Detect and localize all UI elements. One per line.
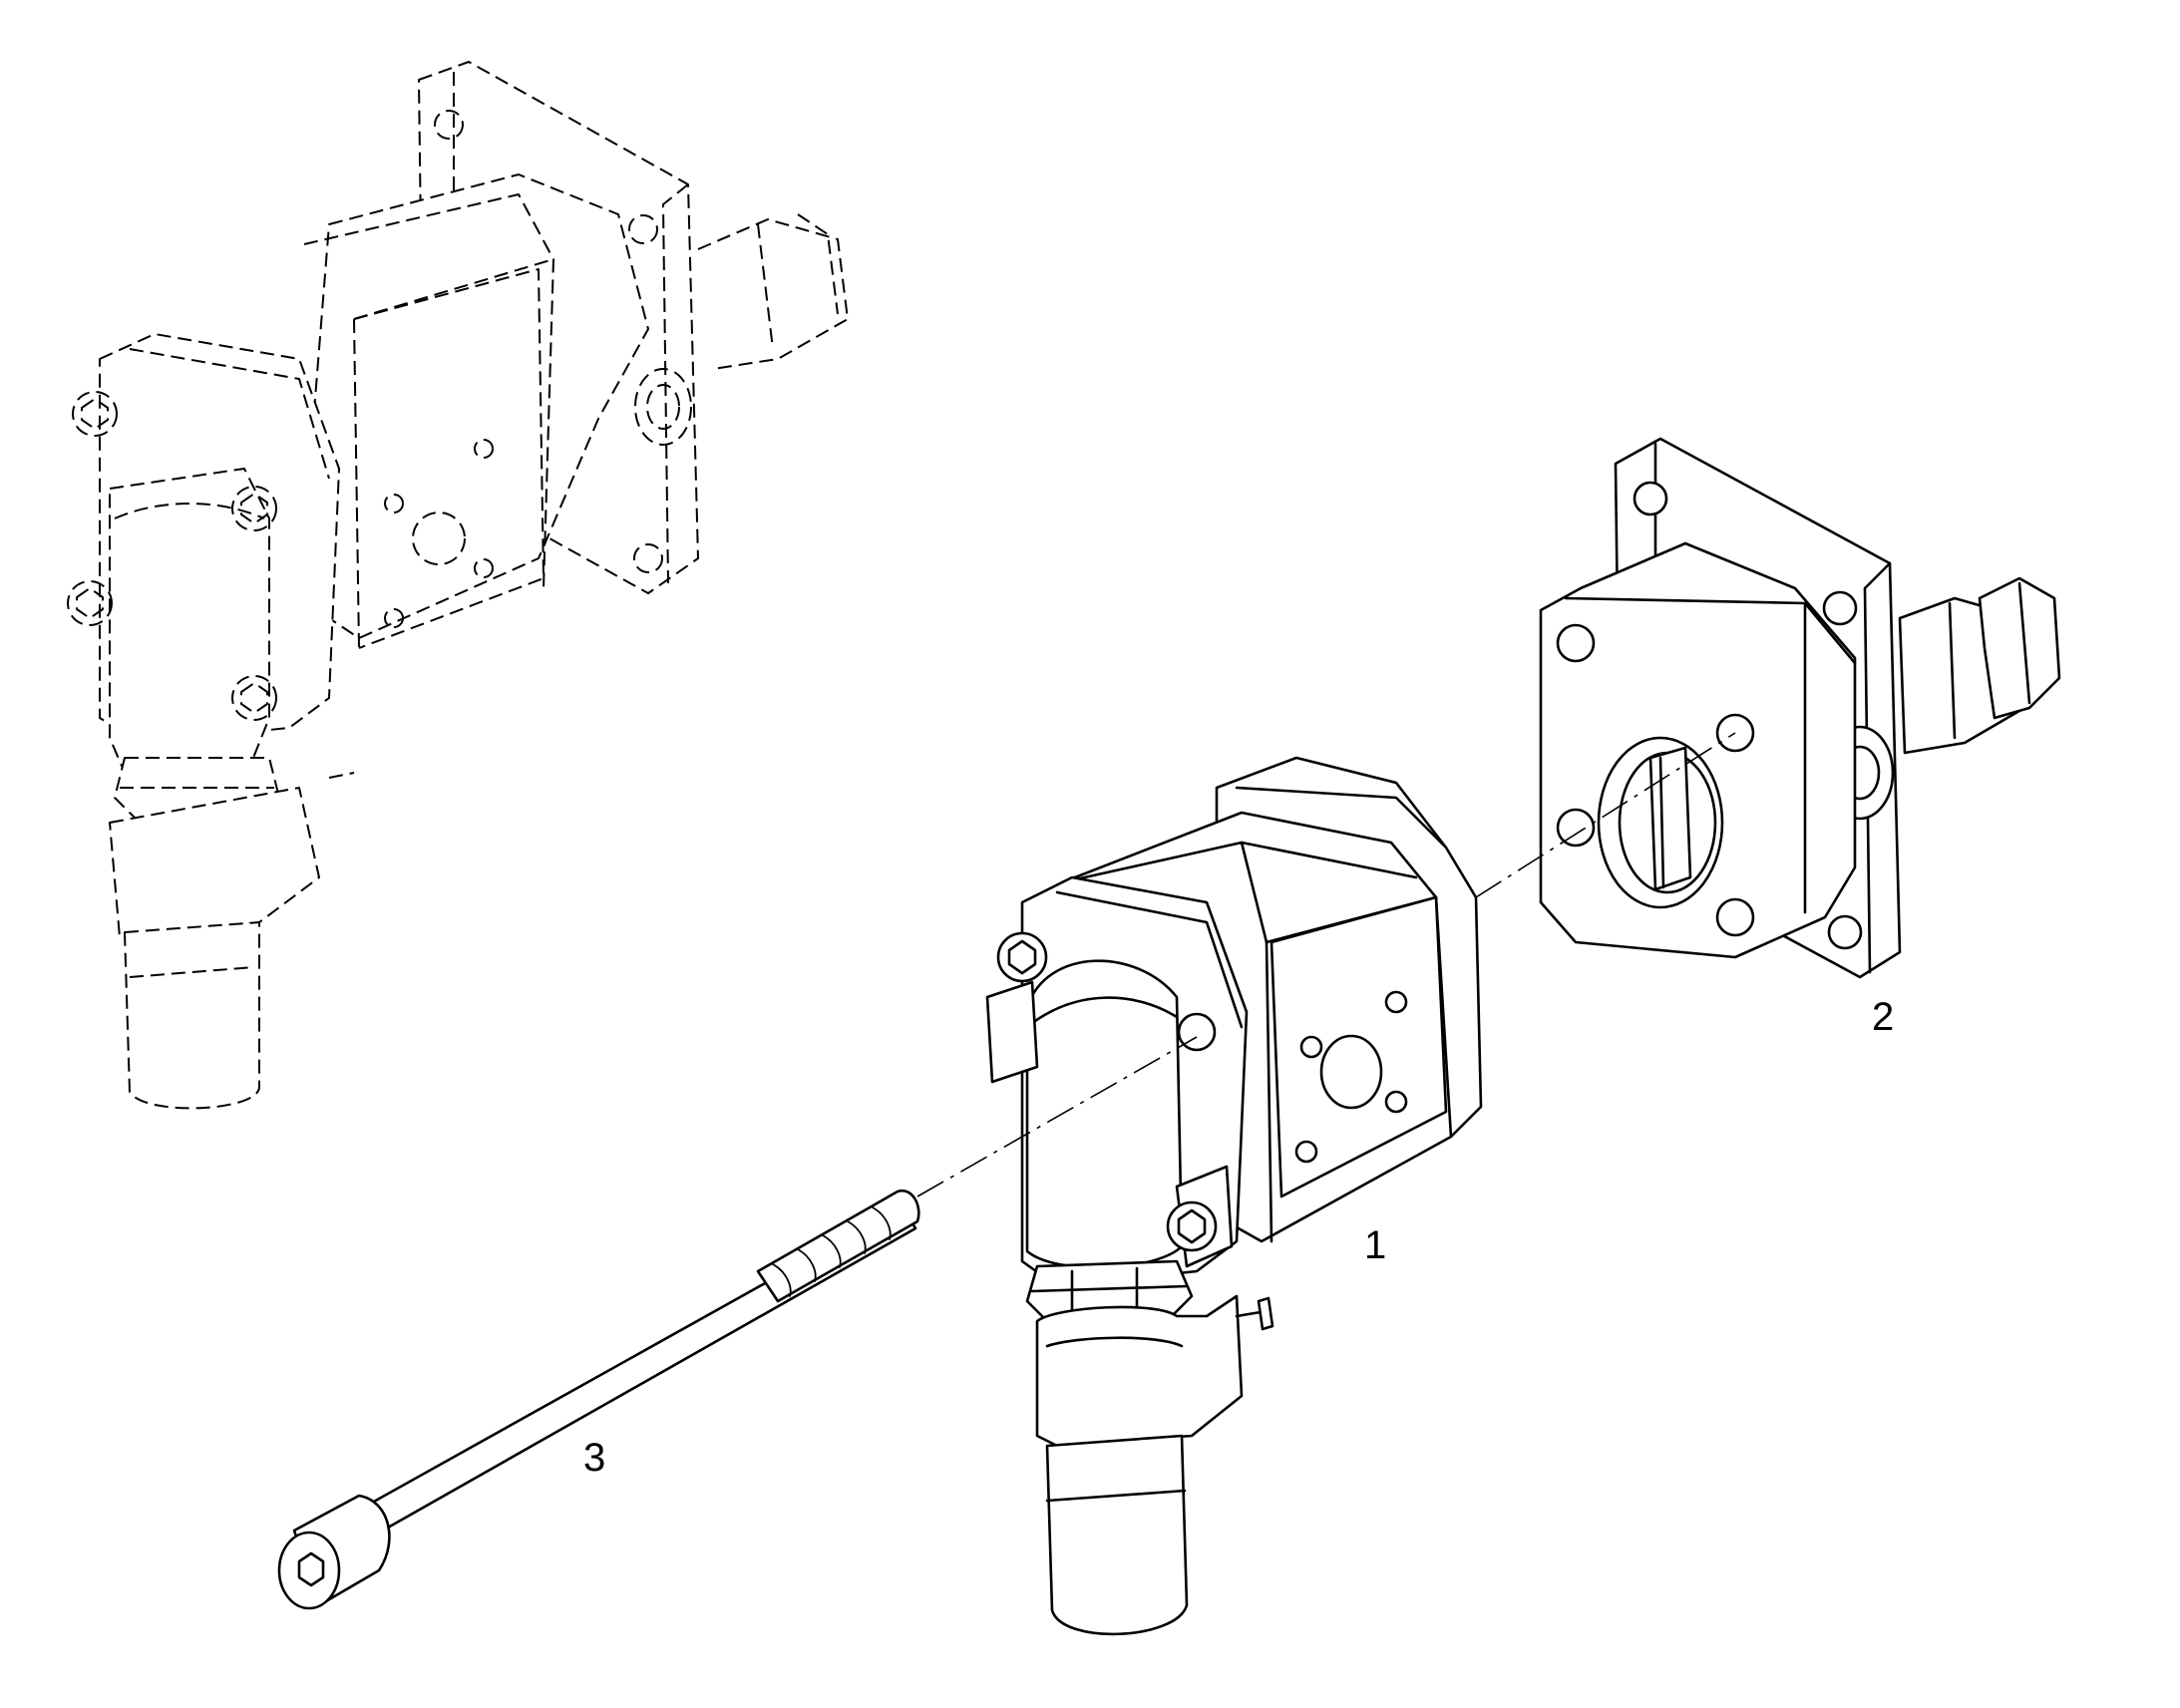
mounting-flange (1539, 437, 2061, 979)
callout-2: 2 (1872, 995, 1894, 1039)
phantom-assembly (67, 61, 849, 1110)
hydraulic-pump (985, 756, 1483, 1636)
callout-labels: 1 2 3 (583, 995, 1894, 1480)
callout-3: 3 (583, 1436, 605, 1480)
callout-1: 1 (1364, 1223, 1386, 1267)
long-cap-screw (277, 1189, 920, 1610)
assembly-centerlines (916, 732, 1736, 1197)
